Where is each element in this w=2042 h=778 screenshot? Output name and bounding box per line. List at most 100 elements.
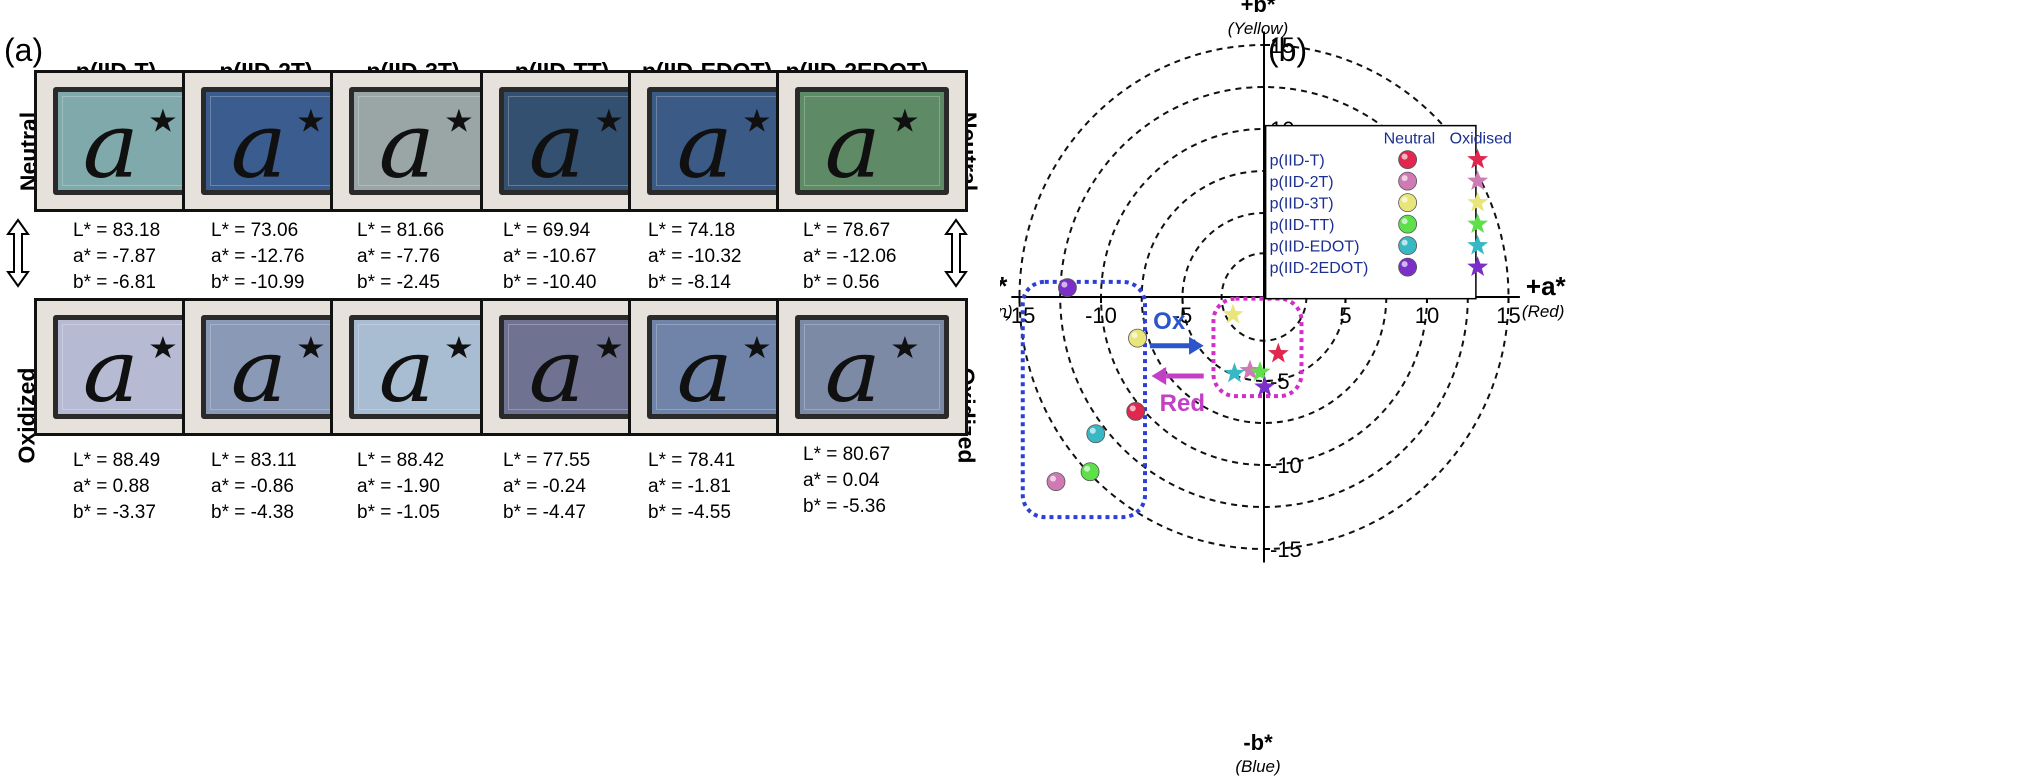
axis-top-subtitle: (Yellow) [1228,19,1288,38]
ox-label: Ox [1153,308,1186,335]
oxidised-region-box [1211,296,1304,399]
axis-bottom-subtitle: (Blue) [1235,757,1280,776]
film-sample: a [795,87,949,195]
film-sample: a [795,315,949,419]
lab-values-neutral: L* = 69.94 a* = -10.67 b* = -10.40 [503,218,693,296]
svg-text:a: a [825,322,881,414]
l-value: L* = 80.67 [803,444,891,465]
x-tick-label: -10 [1085,303,1117,328]
b-value: b* = -3.37 [73,502,156,523]
axis-left-title: -a* [1000,271,1008,301]
axis-bottom-title: -b* [1243,730,1273,755]
film-sample: a [53,87,207,195]
oxidised-point [1249,361,1271,381]
x-tick-label: 15 [1496,303,1520,328]
a-value: a* = -0.24 [503,476,586,497]
lab-values-neutral: L* = 78.67 a* = -12.06 b* = 0.56 [803,218,993,296]
oxidised-point [1254,376,1276,396]
legend-neutral-marker [1398,150,1418,170]
l-value: L* = 83.11 [211,450,297,471]
legend: Neutral Oxidised p(IID-T)p(IID-2T)p(IID-… [1264,124,1512,300]
legend-oxidised-marker [1467,170,1489,190]
ox-arrow-head [1189,336,1204,355]
lab-values-oxidized: L* = 78.41 a* = -1.81 b* = -4.55 [648,448,838,526]
svg-text:a: a [83,92,139,190]
a-star-logo: a [231,322,324,414]
l-value: L* = 73.06 [211,220,299,241]
b-value: b* = -1.05 [357,502,440,523]
oxidised-point [1267,342,1289,363]
neutral-point [1126,402,1146,421]
a-star-logo: a [83,322,176,414]
lab-values-neutral: L* = 83.18 a* = -7.87 b* = -6.81 [73,218,263,296]
point-highlight [1401,218,1408,225]
redox-arrows: Ox Red [1149,308,1205,417]
b-value: b* = -4.47 [503,502,586,523]
oxidised-point [1222,303,1244,324]
film-neutral-6: a [776,70,968,212]
a-value: a* = -7.87 [73,246,156,267]
a-value: a* = -0.86 [211,476,294,497]
b-value: b* = -10.99 [211,272,305,293]
l-value: L* = 81.66 [357,220,445,241]
data-marks [1046,278,1289,492]
film-oxidized-6: a [776,298,968,436]
point-highlight [1050,475,1057,482]
legend-entry-label: p(IID-T) [1270,153,1325,170]
neutral-region-box [1020,279,1148,520]
l-value: L* = 88.49 [73,450,161,471]
film-sample: a [499,87,653,195]
film-oxidized-5: a [628,298,820,436]
film-sample: a [647,315,801,419]
point-highlight [1089,427,1096,434]
a-value: a* = -12.76 [211,246,305,267]
a-star-logo: a [677,322,770,414]
film-sample: a [349,87,503,195]
a-value: a* = -10.67 [503,246,597,267]
l-value: L* = 69.94 [503,220,591,241]
a-star-logo: a [825,322,918,414]
b-value: b* = 0.56 [803,272,880,293]
axis-left-subtitle: (Green) [1000,302,1013,321]
svg-text:a: a [529,322,585,414]
point-highlight [1401,239,1408,246]
legend-entry-label: p(IID-TT) [1270,217,1335,234]
a-star-logo: a [529,322,622,414]
l-value: L* = 77.55 [503,450,591,471]
svg-text:a: a [231,322,287,414]
y-tick-label: -15 [1270,537,1302,562]
b-value: b* = -8.14 [648,272,731,293]
red-label: Red [1160,390,1205,417]
svg-text:a: a [83,322,139,414]
lab-values-oxidized: L* = 88.42 a* = -1.90 b* = -1.05 [357,448,547,526]
legend-entry-label: p(IID-EDOT) [1270,239,1360,256]
legend-header-neutral: Neutral [1384,131,1436,148]
neutral-point [1128,328,1147,348]
lab-values-oxidized: L* = 77.55 a* = -0.24 b* = -4.47 [503,448,693,526]
y-tick-label: -5 [1270,369,1290,394]
point-highlight [1401,153,1408,160]
film-sample: a [201,87,355,195]
cielab-polar-chart: -15-10-55101515105-5-10-15 -a* (Green) +… [1000,0,1567,776]
legend-neutral-marker [1398,236,1418,256]
lab-values-neutral: L* = 73.06 a* = -12.76 b* = -10.99 [211,218,401,296]
svg-text:a: a [379,92,435,190]
double-arrow-icon [6,218,30,288]
film-sample: a [53,315,207,419]
x-tick-label: -5 [1173,303,1193,328]
legend-entry-label: p(IID-3T) [1270,196,1334,213]
legend-oxidised-marker [1467,234,1489,255]
a-star-logo: a [677,92,770,190]
lab-values-neutral: L* = 81.66 a* = -7.76 b* = -2.45 [357,218,547,296]
a-value: a* = -12.06 [803,246,897,267]
a-value: a* = -1.90 [357,476,440,497]
b-value: b* = -4.38 [211,502,294,523]
l-value: L* = 83.18 [73,220,161,241]
oxidised-point [1224,362,1245,383]
legend-oxidised-marker [1467,256,1489,276]
red-arrow-head [1151,366,1167,385]
point-highlight [1061,281,1068,288]
oxidised-point [1239,359,1261,380]
svg-text:a: a [677,92,733,190]
lab-values-oxidized: L* = 83.11 a* = -0.86 b* = -4.38 [211,448,401,526]
